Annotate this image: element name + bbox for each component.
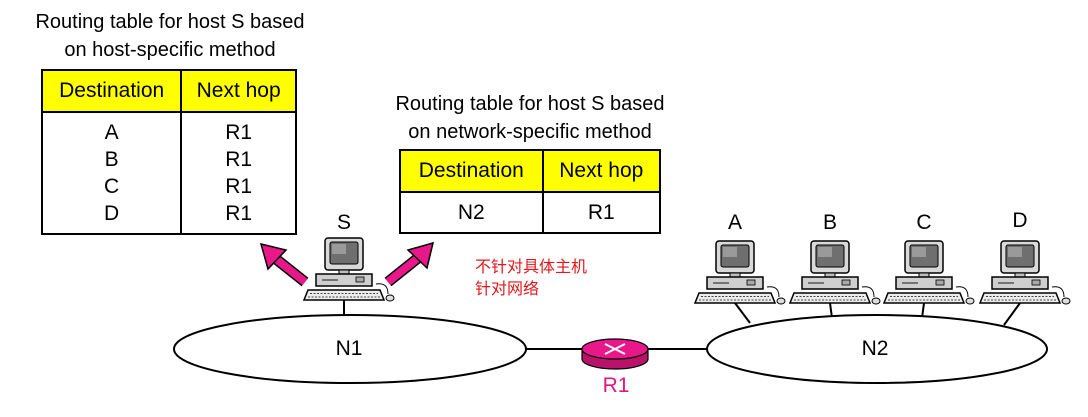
link-a-n2	[734, 302, 751, 324]
next-hop-cell: R1	[180, 173, 297, 200]
network-specific-caption-line2: on network-specific method	[408, 121, 652, 143]
network-specific-caption-line1: Routing table for host S based	[395, 93, 665, 115]
destination-cell: A	[40, 112, 183, 146]
next-hop-cell: R1	[180, 200, 297, 235]
next-hop-cell: R1	[180, 112, 297, 146]
network-specific-routing-table: Destination Next hop N2 R1	[399, 149, 662, 234]
table-row: B R1	[40, 146, 297, 173]
column-header-next-hop: Next hop	[541, 149, 662, 193]
table-header-row: Destination Next hop	[399, 149, 662, 193]
host-s-label: S	[336, 211, 351, 234]
host-specific-routing-table: Destination Next hop A R1 B R1 C R1 D R1	[40, 69, 297, 235]
host-a-label: A	[727, 211, 742, 234]
router-icon	[581, 338, 649, 370]
host-c-computer-icon	[883, 240, 975, 305]
host-b-label: B	[822, 211, 837, 234]
arrow-to-host-specific-table-icon	[259, 242, 309, 287]
next-hop-cell: R1	[180, 146, 297, 173]
arrow-to-network-specific-table-icon	[384, 241, 435, 287]
host-specific-caption-line1: Routing table for host S based	[35, 11, 305, 33]
column-header-destination: Destination	[40, 69, 183, 113]
destination-cell: B	[40, 146, 183, 173]
network-specific-caption: Routing table for host S based on networ…	[370, 90, 690, 146]
link-d-n2	[1003, 302, 1021, 326]
destination-cell: C	[40, 173, 183, 200]
table-row: D R1	[40, 200, 297, 235]
host-a-computer-icon	[694, 240, 786, 305]
network-n1-label: N1	[335, 337, 363, 360]
table-row: N2 R1	[399, 192, 662, 234]
network-n2-ellipse	[706, 314, 1048, 384]
host-d-label: D	[1012, 209, 1028, 232]
table-row: A R1	[40, 112, 297, 146]
annotation-note: 不针对具体主机 针对网络	[475, 257, 587, 301]
host-b-computer-icon	[789, 240, 881, 305]
table-row: C R1	[40, 173, 297, 200]
annotation-note-line1: 不针对具体主机	[475, 259, 588, 276]
destination-cell: D	[40, 200, 183, 235]
next-hop-cell: R1	[541, 192, 662, 234]
table-header-row: Destination Next hop	[40, 69, 297, 113]
host-c-label: C	[916, 211, 932, 234]
host-d-computer-icon	[979, 240, 1071, 305]
network-n1-ellipse	[173, 314, 527, 384]
host-s-computer-icon	[303, 237, 395, 302]
column-header-destination: Destination	[399, 149, 544, 193]
host-specific-caption: Routing table for host S based on host-s…	[10, 8, 330, 64]
router-label: R1	[602, 374, 630, 397]
destination-cell: N2	[399, 192, 544, 234]
network-n2-label: N2	[861, 337, 889, 360]
column-header-next-hop: Next hop	[180, 69, 297, 113]
host-specific-caption-line2: on host-specific method	[64, 39, 276, 61]
annotation-note-line2: 针对网络	[475, 281, 540, 298]
